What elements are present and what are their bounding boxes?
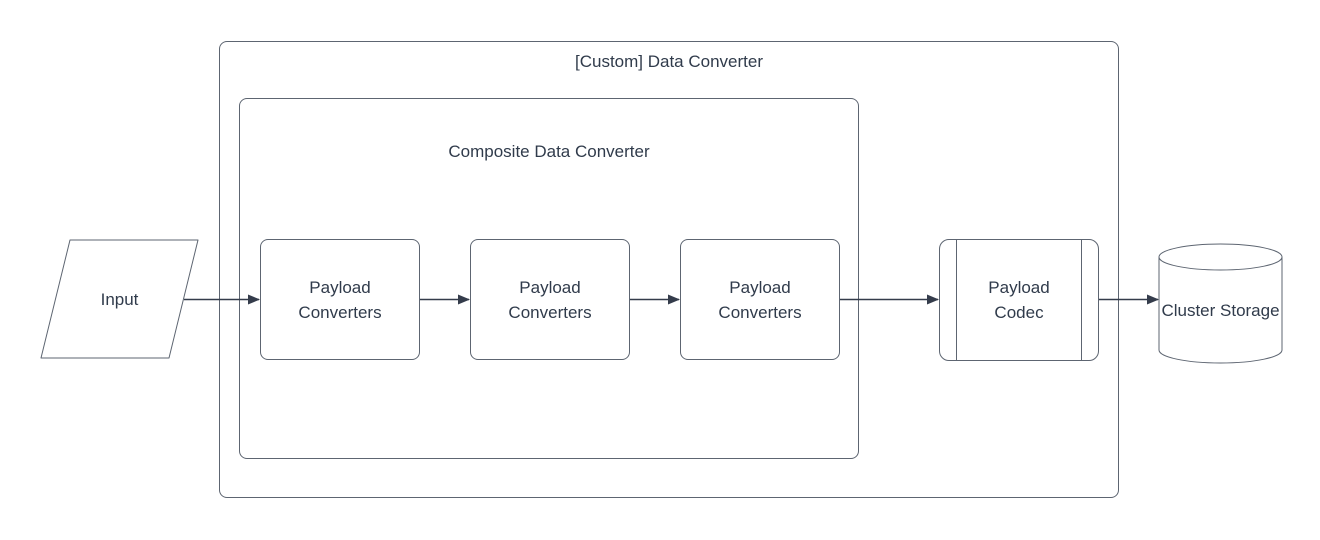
cluster-storage-label: Cluster Storage (1161, 300, 1280, 320)
payload-converters-label-1: Payload Converters (298, 277, 382, 322)
payload-converters-label-2: Payload Converters (508, 277, 592, 322)
payload-converters-node-1: Payload Converters (260, 239, 420, 360)
cluster-storage-cylinder-top (1158, 243, 1283, 271)
payload-converters-node-3: Payload Converters (680, 239, 840, 360)
group-custom-data-converter-title: [Custom] Data Converter (574, 52, 763, 71)
cluster-storage-cylinder-body (1158, 256, 1283, 364)
payload-codec-label: Payload Codec (988, 278, 1050, 322)
input-node-label: Input (100, 289, 139, 309)
group-custom-data-converter (219, 41, 1119, 498)
group-composite-data-converter-title: Composite Data Converter (448, 142, 650, 161)
input-parallelogram-shape (40, 239, 199, 359)
payload-converters-node-2: Payload Converters (470, 239, 630, 360)
payload-codec-left-bar (956, 240, 957, 360)
payload-codec-right-bar (1081, 240, 1082, 360)
group-composite-data-converter (239, 98, 859, 459)
payload-converters-label-3: Payload Converters (718, 277, 802, 322)
payload-codec-node: Payload Codec (939, 239, 1099, 361)
